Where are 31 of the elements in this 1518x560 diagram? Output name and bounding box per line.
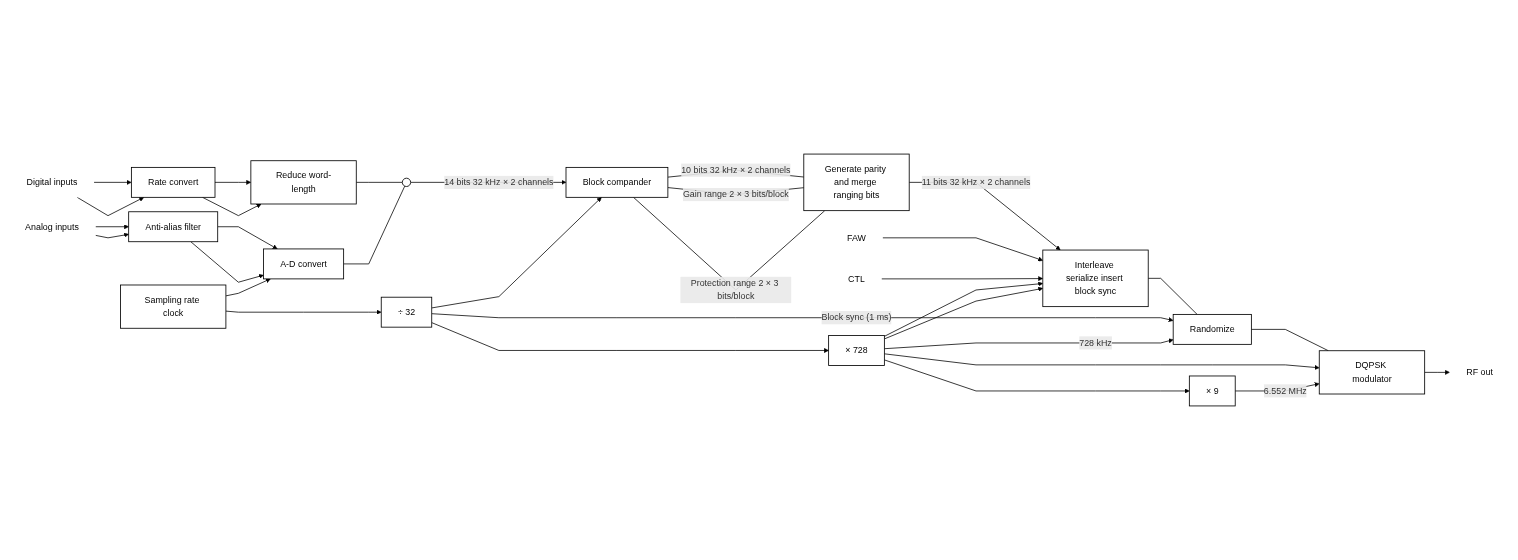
edge-label: 11 bits 32 kHz × 2 channels (921, 177, 1031, 187)
connector (343, 185, 406, 265)
connector (355, 181, 403, 183)
edge-label: 14 bits 32 kHz × 2 channels (444, 177, 554, 187)
node-switch (401, 177, 412, 187)
node-box: Sampling rate clock (120, 284, 227, 329)
node-box: Reduce word-length (250, 160, 357, 205)
edge-label: Block sync (1 ms) (821, 312, 892, 323)
node-box: Generate parity and merge ranging bits (803, 153, 910, 212)
edge-label: Gain range 2 × 3 bits/block (682, 189, 789, 199)
node-text: Analog inputs (25, 221, 79, 232)
node-box: Rate convert (130, 166, 216, 198)
node-box: ÷ 32 (380, 296, 433, 328)
edge-label: 6.552 MHz (1263, 385, 1307, 396)
node-box: × 9 (1188, 375, 1236, 407)
node-text: Digital inputs (26, 177, 78, 187)
node-box: A-D convert (263, 248, 345, 280)
node-box: Anti-alias filter (128, 211, 219, 243)
edge-label: 10 bits 32 kHz × 2 channels (681, 165, 791, 175)
connector (1250, 329, 1329, 352)
node-text: RF out (1466, 367, 1493, 377)
node-box: DQPSK modulator (1318, 350, 1426, 395)
connector (1147, 277, 1198, 315)
edge-label: 728 kHz (1079, 337, 1112, 348)
node-text: FAW (847, 232, 866, 243)
node-box: Interleave serialize insert block sync (1042, 249, 1149, 308)
node-box: Block compander (565, 166, 669, 198)
node-text: CTL (848, 273, 865, 284)
node-box: × 728 (828, 335, 885, 366)
edge-label: Protection range 2 × 3 bits/block (690, 278, 779, 302)
node-box: Randomize (1172, 314, 1252, 345)
